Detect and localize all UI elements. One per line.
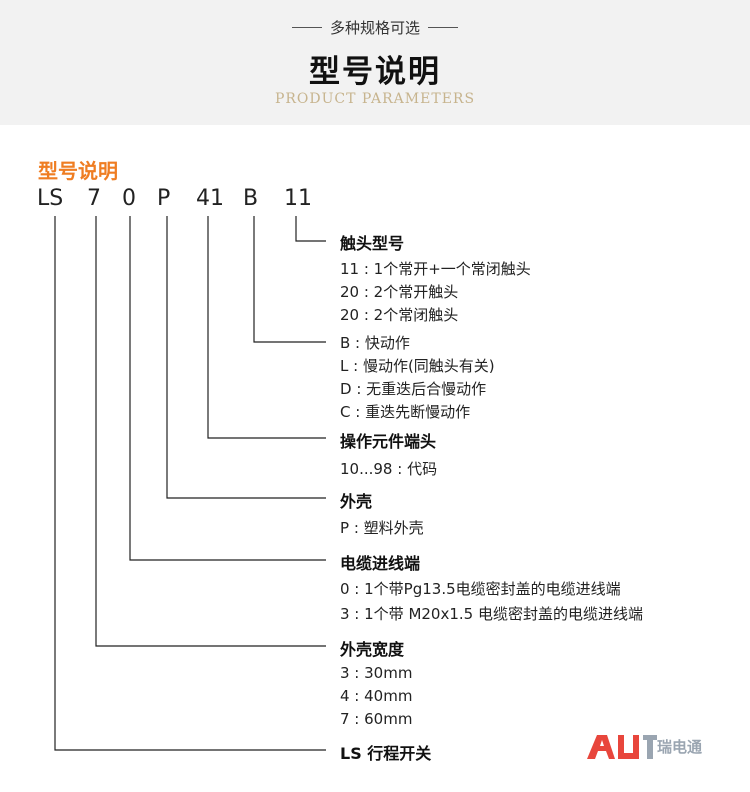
code-part-cable: 0 <box>122 186 136 211</box>
housing-title: 外壳 <box>340 492 373 511</box>
header-english-title: PRODUCT PARAMETERS <box>274 91 476 107</box>
series-title: LS 行程开关 <box>340 744 432 763</box>
header-title: 型号说明 <box>309 54 441 90</box>
code-part-element: 41 <box>196 186 224 211</box>
connector-contact <box>295 216 326 242</box>
width-title: 外壳宽度 <box>340 640 405 659</box>
connector-width <box>95 216 326 647</box>
logo-text: 瑞电通 <box>657 738 703 756</box>
cable-item: 3 : 1个带 M20x1.5 电缆密封盖的电缆进线端 <box>340 605 643 623</box>
element-title: 操作元件端头 <box>340 432 437 451</box>
header-subtitle: 多种规格可选 <box>329 18 420 37</box>
action-item: B : 快动作 <box>340 334 410 352</box>
action-item: L : 慢动作(同触头有关) <box>340 357 495 375</box>
subtitle-dash-left <box>291 26 322 28</box>
header-banner: 多种规格可选 型号说明 PRODUCT PARAMETERS <box>0 0 750 125</box>
code-part-width: 7 <box>87 186 101 211</box>
code-part-ls: LS <box>37 186 64 211</box>
housing-item: P : 塑料外壳 <box>340 519 424 537</box>
section-label: 型号说明 <box>38 159 118 183</box>
connector-housing <box>166 216 326 499</box>
contact-title: 触头型号 <box>340 234 405 253</box>
width-item: 3 : 30mm <box>340 664 413 682</box>
code-part-housing: P <box>157 186 171 211</box>
contact-item: 20 : 2个常闭触头 <box>340 306 459 324</box>
contact-item: 20 : 2个常开触头 <box>340 283 459 301</box>
element-item: 10...98 : 代码 <box>340 460 438 478</box>
contact-item: 11 : 1个常开+一个常闭触头 <box>340 260 531 278</box>
header-subtitle-row: 多种规格可选 <box>0 16 750 38</box>
width-item: 7 : 60mm <box>340 710 413 728</box>
code-part-action: B <box>243 186 259 211</box>
connector-element <box>207 216 326 439</box>
connector-cable <box>129 216 326 561</box>
rdt-logo-icon <box>587 735 657 759</box>
connector-series <box>54 216 326 751</box>
code-part-contact: 11 <box>284 186 312 211</box>
action-item: C : 重迭先断慢动作 <box>340 403 471 421</box>
cable-item: 0 : 1个带Pg13.5电缆密封盖的电缆进线端 <box>340 580 621 598</box>
subtitle-dash-right <box>428 26 458 28</box>
width-item: 4 : 40mm <box>340 687 413 705</box>
connector-action <box>253 216 326 343</box>
cable-title: 电缆进线端 <box>340 554 421 573</box>
action-item: D : 无重迭后合慢动作 <box>340 380 487 398</box>
